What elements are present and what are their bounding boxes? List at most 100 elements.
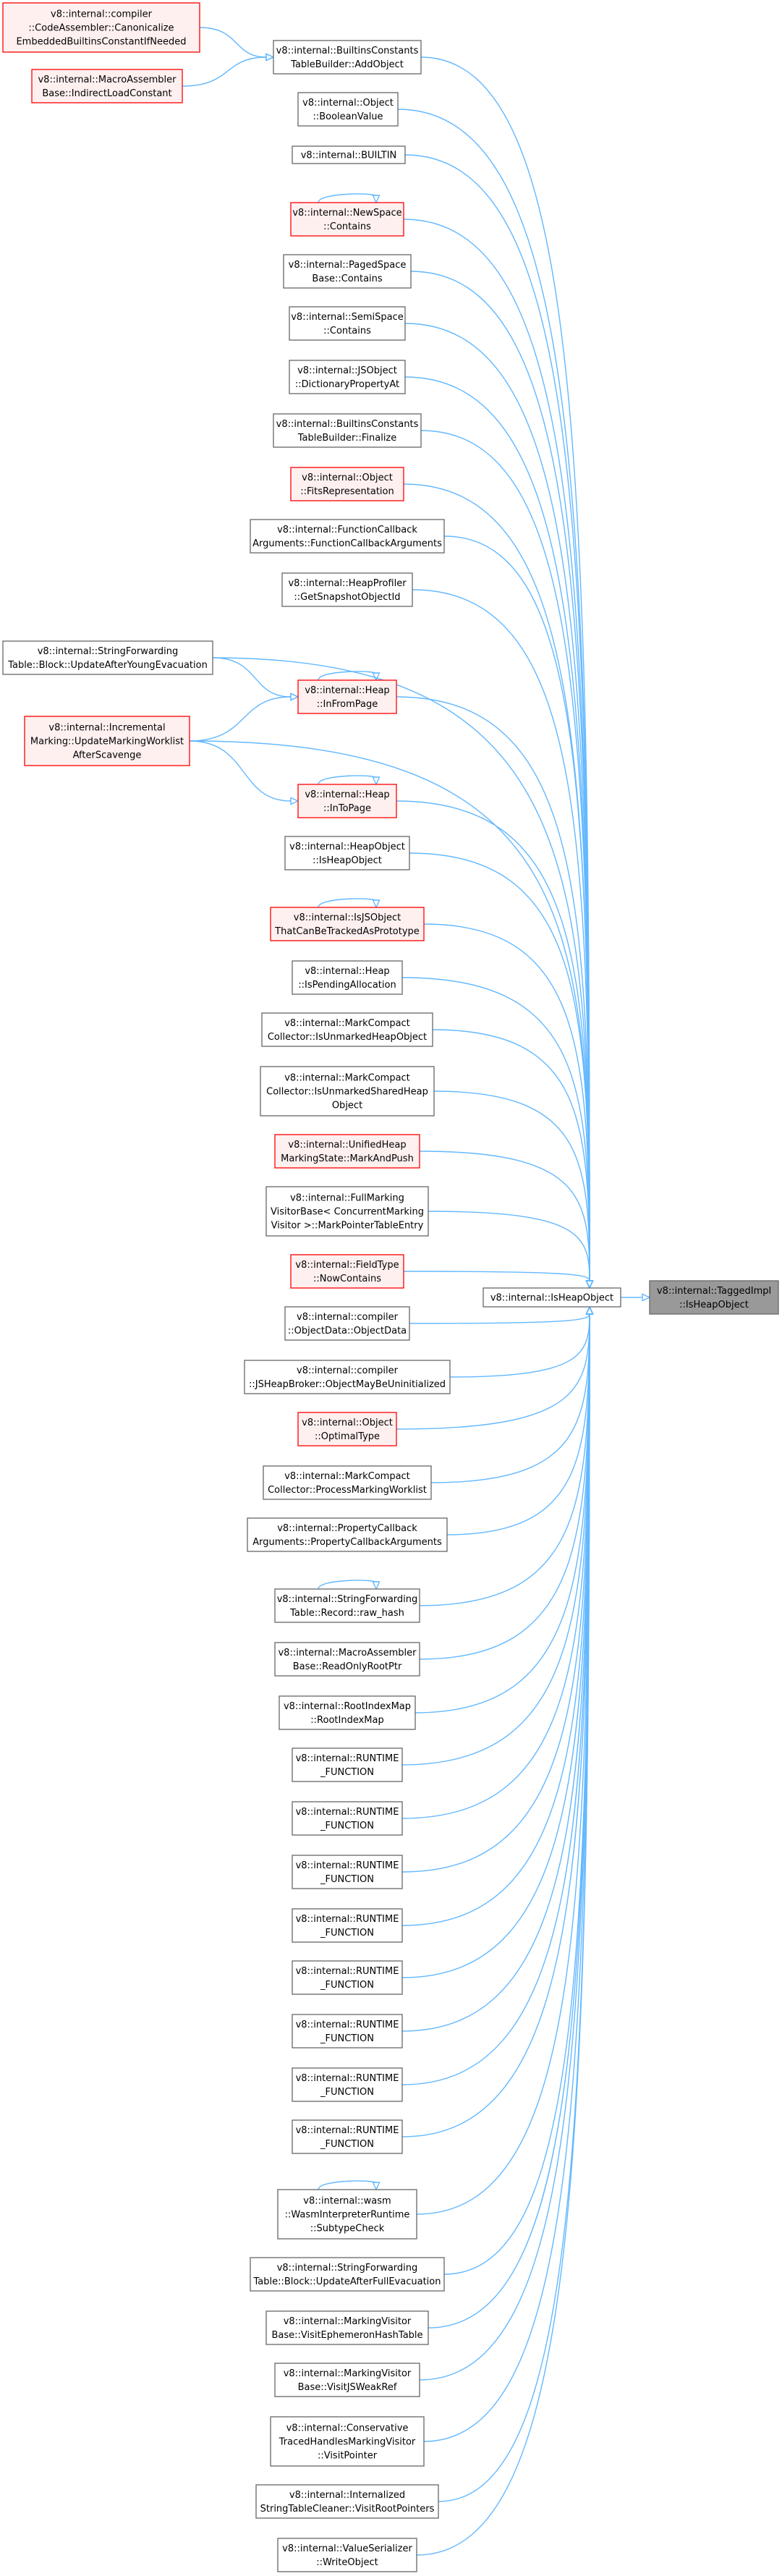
node-n-unmarked[interactable]: v8::internal::MarkCompactCollector::IsUn… — [261, 1012, 433, 1047]
node-n-sfyoung[interactable]: v8::internal::StringForwardingTable::Blo… — [2, 640, 213, 675]
node-label-line: ::WasmInterpreterRuntime — [285, 2210, 410, 2221]
node-n-newspace[interactable]: v8::internal::NewSpace::Contains — [290, 202, 404, 237]
node-label-line: VisitorBase< ConcurrentMarking — [271, 1207, 424, 1218]
node-box — [274, 1134, 420, 1169]
node-n-ephemeron[interactable]: v8::internal::MarkingVisitorBase::VisitE… — [265, 2310, 429, 2345]
edges-layer — [182, 27, 651, 2556]
node-n-canon[interactable]: v8::internal::compiler::CodeAssembler::C… — [2, 2, 200, 53]
node-box — [289, 306, 406, 341]
node-n-indirect[interactable]: v8::internal::MacroAssemblerBase::Indire… — [31, 69, 183, 103]
edge-line — [401, 1313, 590, 1978]
node-n-rt1[interactable]: v8::internal::RUNTIME_FUNCTION — [292, 1747, 403, 1782]
node-n-valser[interactable]: v8::internal::ValueSerializer::WriteObje… — [277, 2538, 417, 2572]
edge-n-sffull-to-mid — [443, 1305, 594, 2275]
node-n-rt3[interactable]: v8::internal::RUNTIME_FUNCTION — [292, 1855, 403, 1889]
arrowhead — [290, 692, 299, 701]
edge-n-ephemeron-to-mid — [428, 1305, 594, 2329]
node-n-sffull[interactable]: v8::internal::StringForwardingTable::Blo… — [250, 2257, 445, 2292]
node-n-readonly[interactable]: v8::internal::MacroAssemblerBase::ReadOn… — [274, 1642, 420, 1677]
node-n-snapshot[interactable]: v8::internal::HeapProfiler::GetSnapshotO… — [281, 572, 413, 607]
edge-n-objdata-to-mid — [409, 1305, 594, 1324]
node-label-line: v8::internal::HeapProfiler — [288, 578, 407, 589]
edge-n-indirect-to-n-addobj — [182, 53, 275, 87]
node-n-into[interactable]: v8::internal::Heap::InToPage — [297, 784, 397, 818]
node-n-rt7[interactable]: v8::internal::RUNTIME_FUNCTION — [292, 2067, 403, 2102]
node-n-rt6[interactable]: v8::internal::RUNTIME_FUNCTION — [292, 2014, 403, 2048]
node-label-line: v8::internal::compiler — [51, 9, 153, 20]
node-label-line: ::VisitPointer — [318, 2451, 378, 2462]
node-label-line: ::RootIndexMap — [310, 1715, 383, 1726]
node-n-addobj[interactable]: v8::internal::BuiltinsConstantsTableBuil… — [273, 40, 422, 75]
edge-n-builtin-to-mid — [404, 154, 594, 1289]
edge-line — [189, 740, 292, 802]
node-n-procwork[interactable]: v8::internal::MarkCompactCollector::Proc… — [263, 1465, 432, 1500]
node-label-line: v8::internal::RUNTIME — [296, 2125, 399, 2136]
node-n-rawhash[interactable]: v8::internal::StringForwardingTable::Rec… — [274, 1588, 420, 1623]
edge-n-unmshared-to-mid — [433, 1090, 594, 1289]
node-n-unmshared[interactable]: v8::internal::MarkCompactCollector::IsUn… — [260, 1066, 435, 1117]
edge-n-fieldtype-to-mid — [403, 1271, 594, 1289]
node-label-line: Base::Contains — [312, 274, 383, 284]
edge-n-finalize-to-mid — [420, 430, 594, 1289]
edge-line — [443, 1313, 590, 2275]
node-label-line: v8::internal::Heap — [305, 789, 389, 800]
node-n-objdata[interactable]: v8::internal::compiler::ObjectData::Obje… — [284, 1306, 410, 1341]
node-label-line: v8::internal::MarkCompact — [284, 1471, 410, 1482]
node-label-line: v8::internal::RootIndexMap — [284, 1701, 411, 1712]
node-mid[interactable]: v8::internal::IsHeapObject — [483, 1287, 621, 1308]
node-n-funccb[interactable]: v8::internal::FunctionCallbackArguments:… — [250, 519, 445, 554]
node-label-line: TracedHandlesMarkingVisitor — [279, 2437, 416, 2448]
node-box — [290, 1254, 404, 1289]
arrowhead — [265, 53, 275, 62]
node-n-fitsrep[interactable]: v8::internal::Object::FitsRepresentation — [290, 467, 404, 501]
node-n-propcb[interactable]: v8::internal::PropertyCallbackArguments:… — [247, 1517, 448, 1552]
node-label-line: v8::internal::UnifiedHeap — [288, 1140, 406, 1151]
node-n-maybeuninit[interactable]: v8::internal::compiler::JSHeapBroker::Ob… — [244, 1360, 451, 1394]
node-n-rt2[interactable]: v8::internal::RUNTIME_FUNCTION — [292, 1801, 403, 1836]
node-label-line: v8::internal::Incremental — [48, 723, 165, 734]
node-label-line: Table::Record::raw_hash — [289, 1608, 404, 1619]
node-n-finalize[interactable]: v8::internal::BuiltinsConstantsTableBuil… — [273, 413, 422, 448]
edge-n-rawhash-self — [318, 1580, 381, 1590]
node-label-line: v8::internal::BuiltinsConstants — [276, 46, 419, 56]
node-n-internalized[interactable]: v8::internal::InternalizedStringTableCle… — [255, 2484, 439, 2519]
node-n-dictprop[interactable]: v8::internal::JSObject::DictionaryProper… — [289, 360, 406, 394]
node-label-line: Arguments::PropertyCallbackArguments — [252, 1537, 442, 1548]
node-n-wasm[interactable]: v8::internal::wasm::WasmInterpreterRunti… — [277, 2189, 417, 2240]
node-box — [292, 960, 403, 995]
node-n-infrom[interactable]: v8::internal::Heap::InFromPage — [297, 679, 397, 714]
node-n-rootidx[interactable]: v8::internal::RootIndexMap::RootIndexMap — [279, 1695, 416, 1730]
node-n-builtin[interactable]: v8::internal::BUILTIN — [292, 145, 406, 164]
node-n-boolval[interactable]: v8::internal::Object::BooleanValue — [297, 92, 399, 127]
node-n-fieldtype[interactable]: v8::internal::FieldType::NowContains — [290, 1254, 404, 1289]
node-n-rt8[interactable]: v8::internal::RUNTIME_FUNCTION — [292, 2119, 403, 2154]
node-n-incmark[interactable]: v8::internal::IncrementalMarking::Update… — [24, 716, 190, 766]
node-n-semi[interactable]: v8::internal::SemiSpace::Contains — [289, 306, 406, 341]
node-n-jsweak[interactable]: v8::internal::MarkingVisitorBase::VisitJ… — [274, 2363, 420, 2397]
node-root[interactable]: v8::internal::TaggedImpl::IsHeapObject — [649, 1280, 779, 1315]
node-label-line: ::IsHeapObject — [679, 1300, 749, 1310]
edge-n-incmark-to-n-infrom — [189, 692, 299, 742]
node-n-rt4[interactable]: v8::internal::RUNTIME_FUNCTION — [292, 1908, 403, 1943]
node-n-rt5[interactable]: v8::internal::RUNTIME_FUNCTION — [292, 1960, 403, 1995]
node-n-hoisheap[interactable]: v8::internal::HeapObject::IsHeapObject — [284, 836, 410, 870]
node-label-line: ::GetSnapshotObjectId — [294, 592, 400, 603]
node-label-line: _FUNCTION — [320, 1821, 374, 1831]
node-label-line: v8::internal::Heap — [305, 685, 389, 696]
node-n-isjsobj[interactable]: v8::internal::IsJSObjectThatCanBeTracked… — [270, 907, 425, 941]
edge-n-isjsobj-to-mid — [423, 923, 594, 1289]
node-n-optimal[interactable]: v8::internal::Object::OptimalType — [297, 1412, 397, 1446]
node-n-conserv[interactable]: v8::internal::ConservativeTracedHandlesM… — [270, 2416, 425, 2467]
edge-line — [396, 696, 590, 1282]
node-label-line: Table::Block::UpdateAfterYoungEvacuation — [7, 660, 208, 671]
node-n-pending[interactable]: v8::internal::Heap::IsPendingAllocation — [292, 960, 403, 995]
node-n-unified[interactable]: v8::internal::UnifiedHeapMarkingState::M… — [274, 1134, 420, 1169]
edge-n-wasm-self — [318, 2180, 381, 2191]
arrowhead — [372, 776, 381, 786]
node-box — [2, 640, 213, 675]
edge-n-rt5-to-mid — [401, 1305, 594, 1978]
node-box — [247, 1517, 448, 1552]
